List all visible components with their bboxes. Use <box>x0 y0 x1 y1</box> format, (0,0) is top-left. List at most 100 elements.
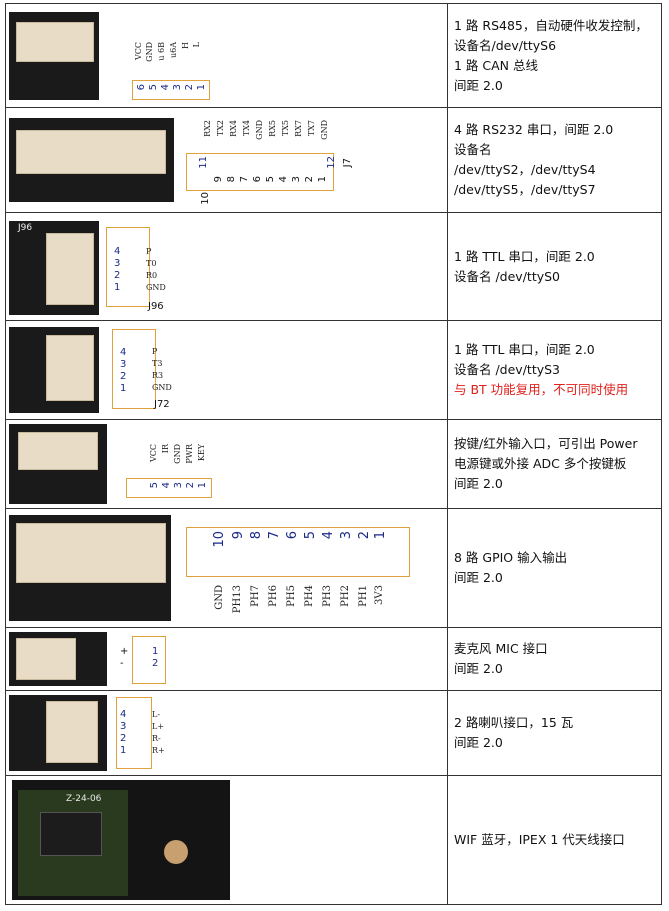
pin-label: RX4 <box>229 120 238 137</box>
pin-label: GND <box>320 120 329 140</box>
pin-number: 5 <box>265 176 276 183</box>
description-line: 按键/红外输入口，可引出 Power <box>454 436 638 451</box>
pin-label: PH7 <box>250 585 261 607</box>
pin-number: 2 <box>185 482 196 489</box>
pin-label: TX7 <box>307 120 316 137</box>
pin-number: 10 <box>212 531 227 548</box>
pin-number: 3 <box>114 258 121 269</box>
pin-number: 3 <box>339 531 354 540</box>
description-cell: 1 路 TTL 串口，间距 2.0 设备名 /dev/ttyS0 <box>447 212 662 321</box>
pin-number: 4 <box>120 709 127 720</box>
pin-label: VCC <box>134 42 143 61</box>
description-cell: 按键/红外输入口，可引出 Power 电源键或外接 ADC 多个按键板 间距 2… <box>447 419 662 509</box>
connector-housing <box>16 22 94 62</box>
connector-label: J7 <box>342 158 353 168</box>
pin-number: 8 <box>226 176 237 183</box>
pin-label: 3V3 <box>374 585 385 605</box>
wifi-chip <box>40 812 102 856</box>
pin-header-outline <box>112 329 156 409</box>
description-line: /dev/ttyS2，/dev/ttyS4 <box>454 162 596 177</box>
description-line: 间距 2.0 <box>454 77 503 93</box>
pin-label: PH2 <box>340 585 351 607</box>
pin-number: 2 <box>120 733 127 744</box>
table-row: RX2 TX2 RX4 TX4 GND RX5 TX5 RX7 TX7 GND … <box>5 107 662 213</box>
pin-number: 4 <box>120 347 127 358</box>
connector-housing <box>16 130 166 174</box>
pin-number: 1 <box>120 383 127 394</box>
table-row: 4 3 2 1 L- L+ R- R+ 2 路喇叭接口，15 瓦 间距 2.0 <box>5 690 662 776</box>
pin-label: T3 <box>152 359 163 368</box>
pin-header-outline <box>106 227 150 307</box>
pin-label: TX5 <box>281 120 290 137</box>
pin-label: R- <box>152 734 161 743</box>
description-line: 间距 2.0 <box>454 661 503 676</box>
description-line: /dev/ttyS5，/dev/ttyS7 <box>454 182 596 197</box>
figure-ttl-j96: J96 4 3 2 1 P T0 R0 GND J96 <box>5 212 448 321</box>
pin-label: PWR <box>185 444 194 464</box>
pin-number: 4 <box>161 482 172 489</box>
connector-housing <box>16 638 76 680</box>
pin-number: 11 <box>198 156 209 169</box>
pin-number: 8 <box>249 531 264 540</box>
pin-label: u6A <box>169 42 178 59</box>
description-cell: 1 路 RS485，自动硬件收发控制， 设备名/dev/ttyS6 1 路 CA… <box>447 3 662 108</box>
description-line: 1 路 RS485，自动硬件收发控制， <box>454 17 648 33</box>
pin-label: RX5 <box>268 120 277 137</box>
pin-label: PH5 <box>286 585 297 607</box>
description-line: 8 路 GPIO 输入输出 <box>454 550 568 565</box>
connector-spec-table: VCC GND u 6B u6A H L 6 5 4 3 2 1 1 路 RS4… <box>5 3 662 905</box>
description-line: 设备名 /dev/ttyS0 <box>454 268 561 284</box>
pin-number: 3 <box>172 84 183 91</box>
pin-number: 5 <box>148 84 159 91</box>
pin-number: 12 <box>326 156 337 169</box>
pin-label: GND <box>214 585 225 610</box>
table-row: Z-24-06 WIF 蓝牙，IPEX 1 代天线接口 <box>5 775 662 905</box>
description-line: 4 路 RS232 串口，间距 2.0 <box>454 122 614 137</box>
pin-label: PH6 <box>268 585 279 607</box>
pin-label: GND <box>145 42 154 62</box>
pin-number: 4 <box>278 176 289 183</box>
pin-header-outline <box>132 636 166 684</box>
figure-key-ir: VCC IR GND PWR KEY 5 4 3 2 1 <box>5 419 448 509</box>
pin-number: 6 <box>252 176 263 183</box>
description-line: 1 路 TTL 串口，间距 2.0 <box>454 342 595 357</box>
pin-label: GND <box>152 383 172 392</box>
description-cell: 麦克风 MIC 接口 间距 2.0 <box>447 627 662 691</box>
pin-label: P <box>146 247 152 256</box>
figure-rs232: RX2 TX2 RX4 TX4 GND RX5 TX5 RX7 TX7 GND … <box>5 107 448 213</box>
pin-label: T0 <box>146 259 157 268</box>
pin-header-outline <box>186 527 410 577</box>
figure-wifi-bt: Z-24-06 <box>5 775 448 905</box>
pin-number: 7 <box>239 176 250 183</box>
pin-number: 2 <box>120 371 127 382</box>
pin-number: 1 <box>196 84 207 91</box>
pin-number: 7 <box>267 531 282 540</box>
pin-number: 6 <box>136 84 147 91</box>
description-line: 电源键或外接 ADC 多个按键板 <box>454 456 627 471</box>
description-line: 设备名 <box>454 142 492 157</box>
table-row: VCC GND u 6B u6A H L 6 5 4 3 2 1 1 路 RS4… <box>5 3 662 108</box>
pin-number: 1 <box>317 176 328 183</box>
pin-label: TX2 <box>216 120 225 137</box>
pin-label: P <box>152 347 158 356</box>
pin-number: 9 <box>231 531 246 540</box>
description-line: 设备名 /dev/ttyS3 <box>454 362 561 377</box>
table-row: 4 3 2 1 P T3 R3 GND J72 1 路 TTL 串口，间距 2.… <box>5 320 662 420</box>
pin-number: 10 <box>200 192 211 205</box>
pin-label: L+ <box>152 722 165 731</box>
module-silkscreen: Z-24-06 <box>66 794 102 804</box>
pin-number: 3 <box>120 721 127 732</box>
pin-number: 4 <box>321 531 336 540</box>
ipex-antenna-icon <box>164 840 188 864</box>
pin-number: 2 <box>304 176 315 183</box>
pin-number: 4 <box>160 84 171 91</box>
connector-housing <box>18 432 98 470</box>
pin-number: 2 <box>184 84 195 91</box>
pin-label: L- <box>152 710 161 719</box>
connector-housing <box>46 701 98 763</box>
pin-number: 1 <box>373 531 388 540</box>
pin-number: 3 <box>291 176 302 183</box>
description-line: 间距 2.0 <box>454 570 503 585</box>
pin-label: IR <box>161 444 170 454</box>
description-cell: 1 路 TTL 串口，间距 2.0 设备名 /dev/ttyS3 与 BT 功能… <box>447 320 662 420</box>
